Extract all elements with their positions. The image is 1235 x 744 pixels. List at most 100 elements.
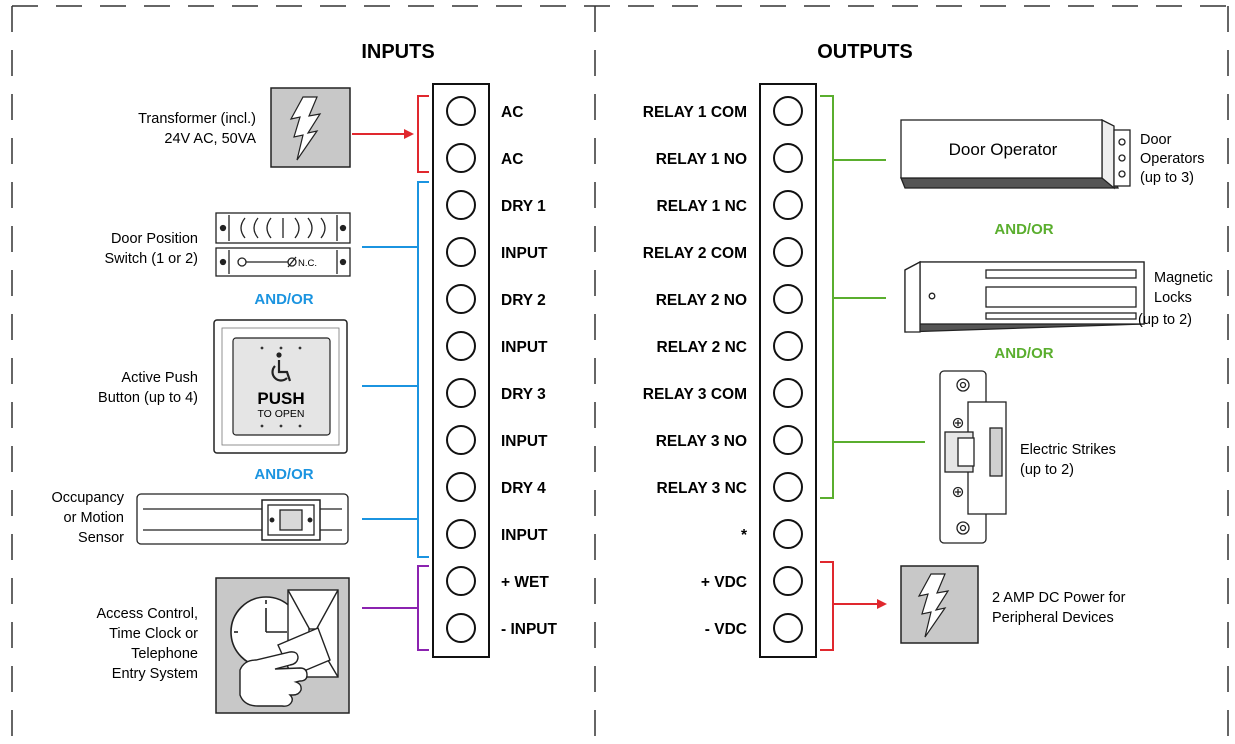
inputs-terminal-label-dry-4: DRY 4 bbox=[501, 480, 546, 497]
inputs-terminal-label-input: INPUT bbox=[501, 527, 548, 544]
inputs-terminal-screw-3 bbox=[446, 190, 476, 220]
outputs-terminal-screw-12 bbox=[773, 613, 803, 643]
door-operator-device bbox=[900, 118, 1131, 190]
outputs-terminal-label-relay-1-com: RELAY 1 COM bbox=[643, 104, 747, 121]
inputs-terminal-screw-1 bbox=[446, 96, 476, 126]
outputs-andor-1: AND/OR bbox=[994, 221, 1053, 238]
door-position-label-1: Door Position bbox=[111, 231, 198, 247]
inputs-terminal-label-wet: + WET bbox=[501, 574, 549, 591]
outputs-terminal-label-relay-1-no: RELAY 1 NO bbox=[656, 151, 747, 168]
inputs-terminal-screw-12 bbox=[446, 613, 476, 643]
inputs-terminal-screw-8 bbox=[446, 425, 476, 455]
outputs-terminal-screw-11 bbox=[773, 566, 803, 596]
access-label-2: Time Clock or bbox=[109, 626, 198, 642]
outputs-terminal-screw-2 bbox=[773, 143, 803, 173]
outputs-terminal-screw-4 bbox=[773, 237, 803, 267]
inputs-terminal-screw-11 bbox=[446, 566, 476, 596]
outputs-terminal-label-relay-3-no: RELAY 3 NO bbox=[656, 433, 747, 450]
outputs-title: OUTPUTS bbox=[817, 41, 913, 63]
hand-card-icon bbox=[239, 627, 331, 707]
sensor-label-1: Occupancy bbox=[51, 490, 124, 506]
inputs-terminal-label-dry-1: DRY 1 bbox=[501, 198, 546, 215]
wheelchair-icon bbox=[271, 352, 292, 382]
inputs-terminal-label-input: INPUT bbox=[501, 339, 548, 356]
dashed-frame bbox=[11, 5, 1229, 744]
inputs-title: INPUTS bbox=[361, 41, 434, 63]
access-control-device bbox=[215, 577, 350, 714]
door-operator-label-1: Door bbox=[1140, 132, 1172, 148]
inputs-terminal-screw-2 bbox=[446, 143, 476, 173]
sensor-label-2: or Motion bbox=[64, 510, 124, 526]
push-button-label-1: Active Push bbox=[121, 370, 198, 386]
inputs-terminal-screw-6 bbox=[446, 331, 476, 361]
dc-power-label-1: 2 AMP DC Power for bbox=[992, 590, 1126, 606]
outputs-terminal-label-vdc: - VDC bbox=[705, 621, 747, 638]
dc-power-label-2: Peripheral Devices bbox=[992, 610, 1114, 626]
outputs-terminal-label-relay-1-nc: RELAY 1 NC bbox=[657, 198, 747, 215]
strike-label-2: (up to 2) bbox=[1020, 462, 1074, 478]
push-face-text: PUSH bbox=[257, 389, 304, 408]
transformer-label-1: Transformer (incl.) bbox=[138, 111, 256, 127]
inputs-terminal-screw-9 bbox=[446, 472, 476, 502]
mag-lock-label-3: (up to 2) bbox=[1138, 312, 1192, 328]
ac-bracket bbox=[417, 95, 429, 173]
outputs-terminal-screw-10 bbox=[773, 519, 803, 549]
inputs-terminal-label-ac: AC bbox=[501, 151, 523, 168]
door-operator-label-2: Operators bbox=[1140, 151, 1204, 167]
strike-label-1: Electric Strikes bbox=[1020, 442, 1116, 458]
outputs-terminal-label-star: * bbox=[741, 527, 748, 544]
outputs-terminal-label-relay-2-com: RELAY 2 COM bbox=[643, 245, 747, 262]
outputs-terminal-label-relay-3-nc: RELAY 3 NC bbox=[657, 480, 747, 497]
electric-strike-device bbox=[939, 370, 1007, 544]
outputs-terminal-label-relay-2-no: RELAY 2 NO bbox=[656, 292, 747, 309]
nc-label: N.C. bbox=[298, 258, 317, 269]
lightning-bolt-icon bbox=[917, 573, 950, 638]
outputs-terminal-screw-3 bbox=[773, 190, 803, 220]
inputs-terminal-screw-4 bbox=[446, 237, 476, 267]
lightning-bolt-icon bbox=[289, 96, 322, 161]
outputs-terminal-label-relay-2-nc: RELAY 2 NC bbox=[657, 339, 747, 356]
outputs-terminal-label-vdc: + VDC bbox=[701, 574, 747, 591]
mag-lock-label-1: Magnetic bbox=[1154, 270, 1213, 286]
outputs-terminal-label-relay-3-com: RELAY 3 COM bbox=[643, 386, 747, 403]
transformer-label-2: 24V AC, 50VA bbox=[164, 131, 256, 147]
magnetic-lock-device bbox=[904, 260, 1145, 333]
push-face-subtext: TO OPEN bbox=[257, 408, 304, 420]
access-label-3: Telephone bbox=[131, 646, 198, 662]
mag-lock-label-2: Locks bbox=[1154, 290, 1192, 306]
inputs-andor-2: AND/OR bbox=[254, 466, 313, 483]
outputs-terminal-screw-6 bbox=[773, 331, 803, 361]
relay-bracket bbox=[820, 95, 834, 499]
inputs-terminal-label-input: INPUT bbox=[501, 433, 548, 450]
outputs-terminal-strip bbox=[759, 83, 817, 658]
inputs-terminal-strip bbox=[432, 83, 490, 658]
outputs-andor-2: AND/OR bbox=[994, 345, 1053, 362]
door-operator-box-text: Door Operator bbox=[949, 140, 1058, 159]
inputs-terminal-screw-7 bbox=[446, 378, 476, 408]
outputs-terminal-screw-9 bbox=[773, 472, 803, 502]
access-label-4: Entry System bbox=[112, 666, 198, 682]
outputs-terminal-screw-1 bbox=[773, 96, 803, 126]
outputs-terminals: RELAY 1 COM RELAY 1 NO RELAY 1 NC RELAY 2 C… bbox=[643, 96, 803, 643]
dc-power-device bbox=[900, 565, 979, 644]
wet-bracket bbox=[417, 565, 429, 651]
dry-bracket bbox=[417, 181, 429, 558]
vdc-bracket bbox=[820, 561, 834, 651]
inputs-terminal-label-ac: AC bbox=[501, 104, 523, 121]
occupancy-sensor-device bbox=[136, 493, 349, 545]
outputs-terminal-screw-8 bbox=[773, 425, 803, 455]
outputs-terminal-screw-7 bbox=[773, 378, 803, 408]
inputs-terminal-label-dry-3: DRY 3 bbox=[501, 386, 546, 403]
access-label-1: Access Control, bbox=[96, 606, 198, 622]
outputs-terminal-screw-5 bbox=[773, 284, 803, 314]
inputs-terminal-screw-10 bbox=[446, 519, 476, 549]
sensor-label-3: Sensor bbox=[78, 530, 124, 546]
push-button-device bbox=[213, 319, 348, 454]
door-operator-label-3: (up to 3) bbox=[1140, 170, 1194, 186]
inputs-terminal-label-dry-2: DRY 2 bbox=[501, 292, 546, 309]
inputs-terminal-screw-5 bbox=[446, 284, 476, 314]
transformer-device bbox=[270, 87, 351, 168]
inputs-terminal-label-input: - INPUT bbox=[501, 621, 558, 638]
